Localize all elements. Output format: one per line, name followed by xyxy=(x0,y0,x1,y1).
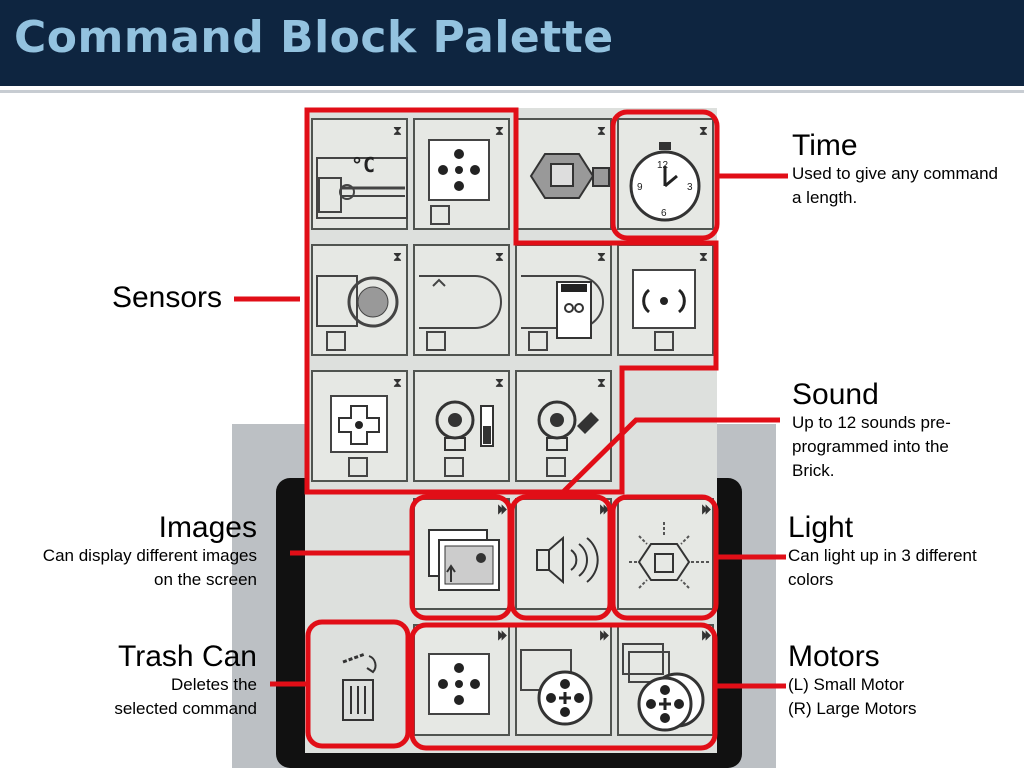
infrared-sensor-block[interactable]: ⧗ xyxy=(515,244,612,356)
color-sensor-icon xyxy=(419,275,502,351)
brick-status-light-block[interactable]: ⧗ xyxy=(515,118,612,230)
brick-light-icon xyxy=(529,153,610,199)
temperature-sensor-block[interactable]: ⧗ °C xyxy=(311,118,408,230)
small-motor-block[interactable]: ⏵⏵ xyxy=(515,624,612,736)
play-arrow-icon: ⏵⏵ xyxy=(497,628,507,643)
time-title: Time xyxy=(792,129,858,162)
small-motor-icon xyxy=(520,649,593,726)
timer-digit-9: 9 xyxy=(637,182,643,193)
touch-sensor-block[interactable]: ⧗ xyxy=(311,370,408,482)
slide-header: Command Block Palette xyxy=(0,0,1024,86)
motors-description-large: (R) Large Motors xyxy=(788,699,917,718)
trash-description: Deletes the selected command xyxy=(114,675,257,718)
brick-light-block[interactable]: ⏵⏵ xyxy=(617,498,714,610)
light-description: Can light up in 3 different colors xyxy=(788,546,977,589)
trash-label: Trash Can Deletes the selected command xyxy=(40,641,257,721)
hourglass-icon: ⧗ xyxy=(596,249,606,264)
hourglass-icon: ⧗ xyxy=(494,375,504,390)
gyro-icon xyxy=(632,269,696,351)
images-highlight-frame xyxy=(409,494,513,621)
stopwatch-icon: 12 3 6 9 xyxy=(629,142,701,222)
sensors-label: Sensors xyxy=(60,282,222,314)
hourglass-icon: ⧗ xyxy=(596,375,606,390)
images-title: Images xyxy=(158,511,257,544)
hourglass-icon: ⧗ xyxy=(392,249,402,264)
infrared-remote-icon xyxy=(521,275,604,351)
hourglass-icon: ⧗ xyxy=(392,375,402,390)
sound-highlight-frame xyxy=(509,494,613,621)
time-label: Time Used to give any command a length. xyxy=(792,130,1012,210)
ultrasonic-sensor-block[interactable]: ⧗ xyxy=(311,244,408,356)
motor-speed-sensor-block[interactable]: ⧗ xyxy=(515,370,612,482)
ultrasonic-icon xyxy=(316,275,399,351)
sound-connector xyxy=(558,417,780,497)
brick-buttons-icon xyxy=(428,653,490,715)
hourglass-icon: ⧗ xyxy=(494,249,504,264)
play-arrow-icon: ⏵⏵ xyxy=(701,502,711,517)
header-divider xyxy=(0,90,1024,93)
hourglass-icon: ⧗ xyxy=(698,249,708,264)
play-arrow-icon: ⏵⏵ xyxy=(497,502,507,517)
large-motors-icon xyxy=(622,643,705,732)
sound-title: Sound xyxy=(792,378,879,411)
sound-description: Up to 12 sounds pre-programmed into the … xyxy=(792,413,951,480)
trash-highlight-frame xyxy=(305,619,411,749)
speaker-icon xyxy=(536,535,599,585)
trash-title: Trash Can xyxy=(118,640,257,673)
motors-description-small: (L) Small Motor xyxy=(788,675,905,694)
time-highlight-frame xyxy=(610,109,720,241)
sound-label: Sound Up to 12 sounds pre-programmed int… xyxy=(792,379,992,483)
sensors-title: Sensors xyxy=(111,281,222,314)
light-title: Light xyxy=(788,511,854,544)
hourglass-icon: ⧗ xyxy=(596,123,606,138)
play-arrow-icon: ⏵⏵ xyxy=(701,628,711,643)
motors-highlight-frame xyxy=(409,622,718,751)
timer-digit-12: 12 xyxy=(657,160,669,171)
thermometer-icon: °C xyxy=(316,153,408,219)
touch-sensor-icon xyxy=(330,395,388,477)
hourglass-icon: ⧗ xyxy=(494,123,504,138)
trash-can-icon xyxy=(342,652,377,721)
image-icon xyxy=(428,529,500,591)
motor-rotation-icon xyxy=(435,400,494,477)
color-sensor-block[interactable]: ⧗ xyxy=(413,244,510,356)
large-motors-block[interactable]: ⏵⏵ xyxy=(617,624,714,736)
timer-digit-3: 3 xyxy=(687,182,693,193)
slide-title: Command Block Palette xyxy=(14,12,614,63)
motor-rotation-sensor-block[interactable]: ⧗ xyxy=(413,370,510,482)
images-description: Can display different images on the scre… xyxy=(42,546,257,589)
motors-title: Motors xyxy=(788,640,880,673)
motors-label: Motors (L) Small Motor (R) Large Motors xyxy=(788,641,1008,721)
timer-digit-6: 6 xyxy=(661,208,667,219)
timer-block[interactable]: ⧗ 12 3 6 9 xyxy=(617,118,714,230)
trash-can-block[interactable] xyxy=(311,624,408,736)
temperature-unit-label: °C xyxy=(351,153,375,177)
hourglass-icon: ⧗ xyxy=(392,123,402,138)
light-highlight-frame xyxy=(610,494,719,621)
sensors-highlight-frame xyxy=(304,107,719,495)
play-arrow-icon: ⏵⏵ xyxy=(599,628,609,643)
hourglass-icon: ⧗ xyxy=(698,123,708,138)
motor-speed-icon xyxy=(537,400,599,477)
time-description: Used to give any command a length. xyxy=(792,164,998,207)
command-palette-screen: ⧗ °C ⧗ ⧗ ⧗ xyxy=(305,108,717,753)
light-icon xyxy=(629,522,709,589)
images-label: Images Can display different images on t… xyxy=(40,512,257,592)
play-arrow-icon: ⏵⏵ xyxy=(599,502,609,517)
brick-buttons-sensor-block[interactable]: ⧗ xyxy=(413,118,510,230)
brick-buttons-icon xyxy=(428,139,490,225)
light-label: Light Can light up in 3 different colors xyxy=(788,512,1018,592)
